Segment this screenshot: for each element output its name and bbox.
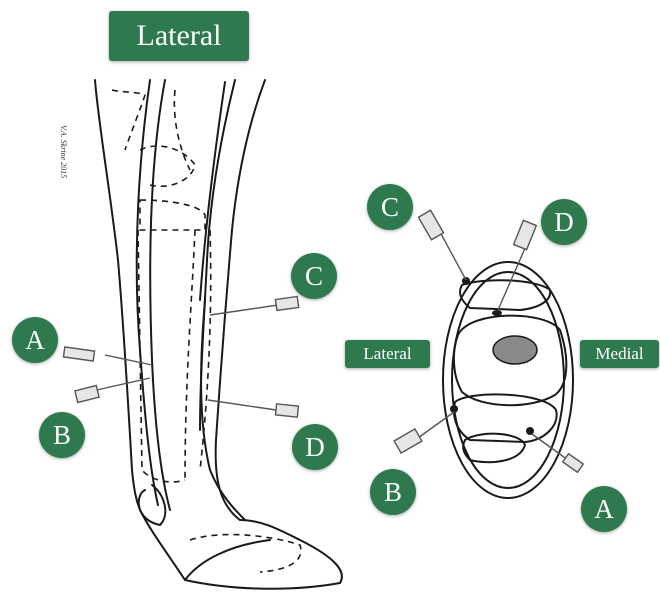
section-marker-b: B: [370, 469, 416, 515]
leg-marker-b: B: [39, 412, 85, 458]
section-medial-label: Medial: [580, 340, 659, 368]
lateral-title-label: Lateral: [109, 11, 249, 61]
section-marker-d: D: [541, 199, 587, 245]
leg-marker-d: D: [292, 424, 338, 470]
section-marker-c: C: [367, 184, 413, 230]
section-outer-skin: [443, 262, 573, 498]
artist-signature: V.A. Skrine 2015: [59, 125, 68, 178]
marrow: [493, 336, 537, 364]
section-lateral-label: Lateral: [345, 340, 430, 368]
leg-marker-a: A: [12, 317, 58, 363]
section-marker-a: A: [581, 486, 627, 532]
leg-marker-c: C: [291, 253, 337, 299]
